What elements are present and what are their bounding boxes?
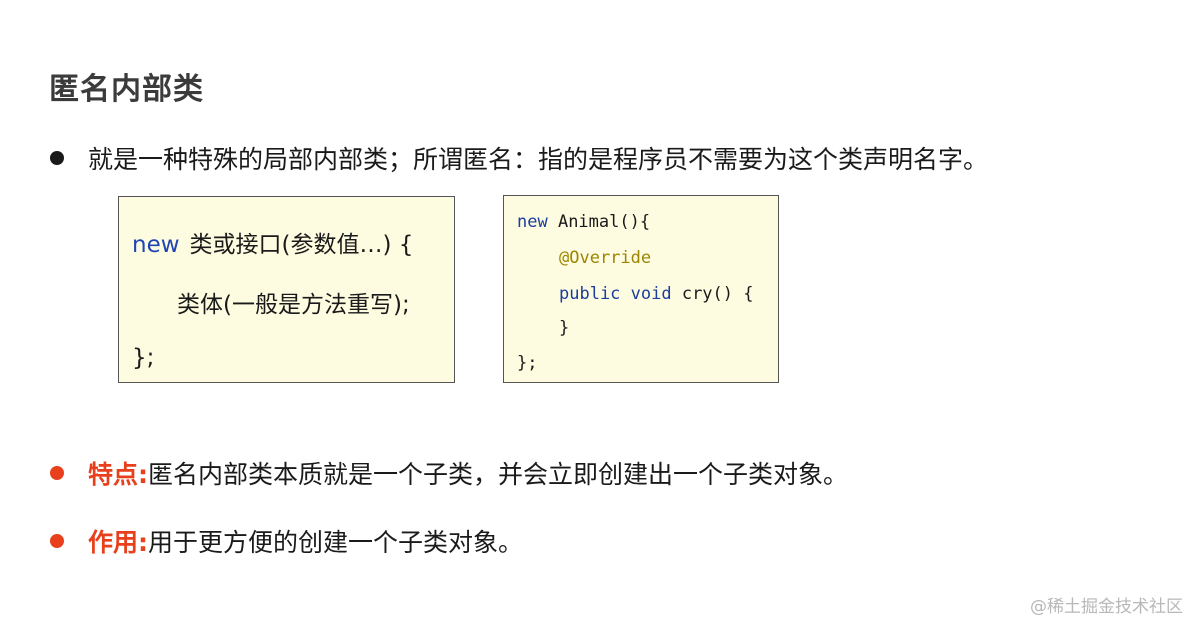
- code-line-3: public void cry() {: [559, 284, 753, 304]
- code-line-5: };: [517, 353, 538, 373]
- purpose-label: 作用:: [88, 528, 148, 557]
- code-new-keyword: new: [517, 212, 548, 232]
- feature-text: 匿名内部类本质就是一个子类，并会立即创建出一个子类对象。: [148, 460, 849, 489]
- purpose-text: 用于更方便的创建一个子类对象。: [148, 528, 524, 557]
- feature-row: 特点:匿名内部类本质就是一个子类，并会立即创建出一个子类对象。: [88, 455, 848, 491]
- bullet-dot: [50, 534, 64, 548]
- syntax-line-1-rest: 类或接口(参数值…) {: [189, 232, 414, 258]
- feature-label: 特点:: [88, 460, 148, 489]
- page-title: 匿名内部类: [49, 72, 204, 107]
- code-line-3-rest: cry() {: [671, 284, 754, 304]
- bullet-definition: 就是一种特殊的局部内部类；所谓匿名：指的是程序员不需要为这个类声明名字。: [50, 140, 988, 176]
- bullet-purpose: 作用:用于更方便的创建一个子类对象。: [50, 523, 523, 559]
- code-example-box: new Animal(){ @Override public void cry(…: [503, 195, 779, 383]
- code-line-1-rest: Animal(){: [547, 212, 651, 232]
- bullet-dot: [50, 151, 64, 165]
- syntax-line-2: 类体(一般是方法重写);: [177, 292, 410, 318]
- code-public-void-keyword: public void: [559, 284, 672, 304]
- syntax-new-keyword: new: [132, 232, 180, 258]
- purpose-row: 作用:用于更方便的创建一个子类对象。: [88, 523, 523, 559]
- syntax-box: new 类或接口(参数值…) { 类体(一般是方法重写); };: [118, 196, 455, 383]
- bullet-feature: 特点:匿名内部类本质就是一个子类，并会立即创建出一个子类对象。: [50, 455, 848, 491]
- bullet-dot: [50, 466, 64, 480]
- code-line-4: }: [559, 318, 570, 338]
- syntax-line-3: };: [132, 345, 155, 371]
- code-line-2-annotation: @Override: [559, 248, 652, 268]
- code-line-1: new Animal(){: [517, 212, 650, 232]
- syntax-line-1: new 类或接口(参数值…) {: [132, 225, 413, 259]
- watermark: @稀土掘金技术社区: [1030, 597, 1183, 617]
- definition-text: 就是一种特殊的局部内部类；所谓匿名：指的是程序员不需要为这个类声明名字。: [88, 145, 989, 174]
